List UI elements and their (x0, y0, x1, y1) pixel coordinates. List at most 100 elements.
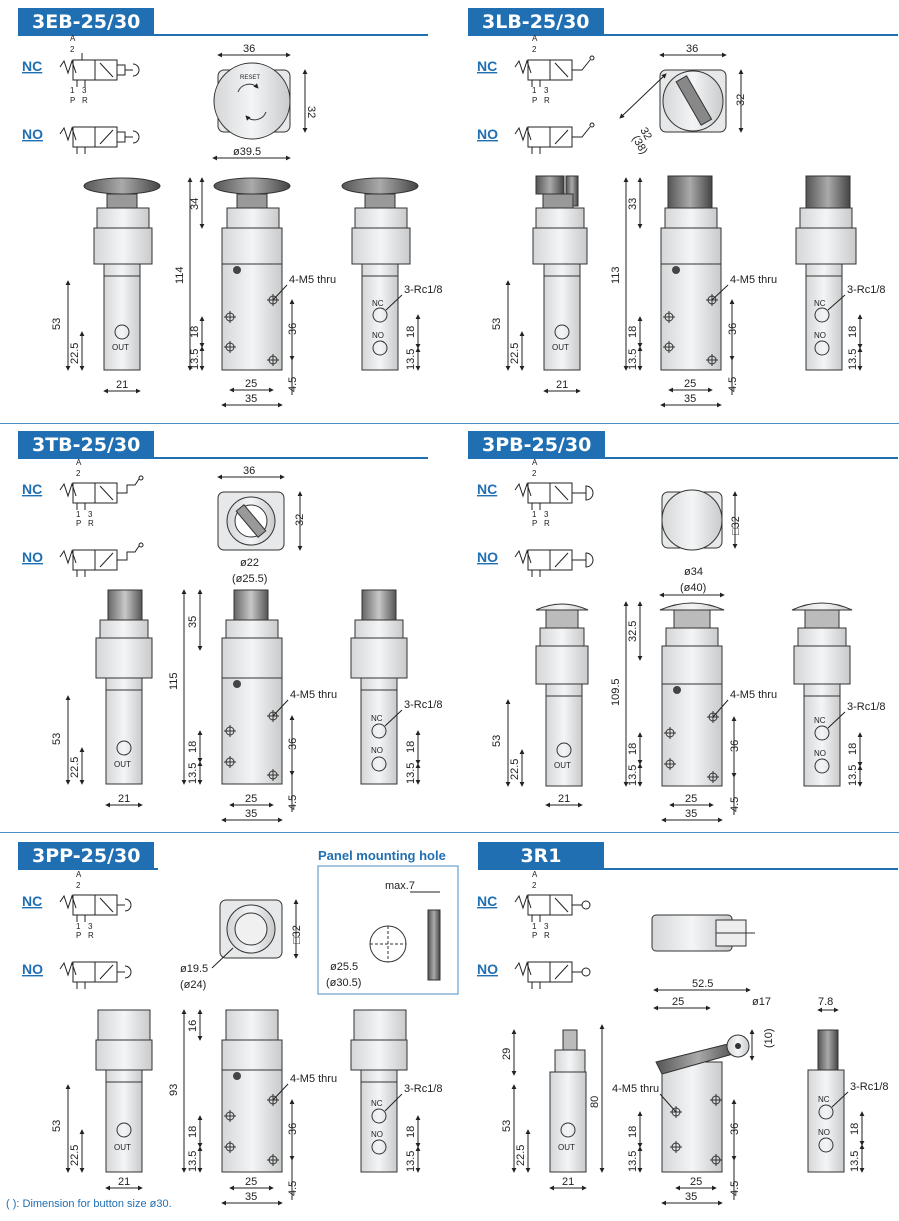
no-label: NO (22, 961, 43, 977)
no-symbol (59, 961, 132, 989)
3pp-section: NC NO A 2 1 3 P R □32 ø19.5 (ø24) (22, 870, 443, 1206)
out-label: OUT (114, 760, 131, 769)
port-2: 2 (532, 45, 537, 54)
dim-35: 35 (685, 808, 697, 820)
dim-18b: 18 (849, 1123, 861, 1135)
m5-label: 4-M5 thru (612, 1083, 659, 1095)
nc-label: NC (22, 58, 42, 74)
dim-21: 21 (118, 793, 130, 805)
reset-button-top (213, 62, 291, 140)
dim-21: 21 (118, 1176, 130, 1188)
dim-80: 80 (589, 1096, 601, 1108)
rc-label: 3-Rc1/8 (404, 1083, 443, 1095)
dim-53: 53 (501, 1120, 513, 1132)
dim-13-5b: 13.5 (847, 349, 859, 370)
out-label: OUT (558, 1143, 575, 1152)
m5-label: 4-M5 thru (290, 1073, 337, 1085)
no-port-label: NO (818, 1128, 830, 1137)
dim-29: 29 (501, 1048, 513, 1060)
port-2: 2 (76, 881, 81, 890)
section-title-3eb: 3EB-25/30 (18, 8, 155, 36)
dim-115: 115 (168, 672, 180, 690)
dim-18: 18 (627, 326, 639, 338)
dim-32: 32 (735, 94, 747, 106)
dim-35t: 35 (187, 616, 199, 628)
port-a: A (532, 870, 538, 879)
no-port-label: NO (372, 331, 384, 340)
nc-port-label: NC (372, 299, 384, 308)
port-r: R (544, 96, 550, 105)
no-label: NO (22, 549, 43, 565)
dim-25: 25 (690, 1176, 702, 1188)
no-symbol (514, 122, 595, 154)
dim-13-5: 13.5 (627, 1151, 639, 1172)
dim-22-5: 22.5 (509, 343, 521, 364)
reset-text: RESET (240, 75, 260, 81)
dim-4-5: 4.5 (729, 797, 741, 812)
dim-17: ø17 (752, 996, 771, 1008)
dim-35: 35 (685, 1191, 697, 1203)
3r1-section: NC NO A 2 1 3 P R OUT 2 (477, 870, 889, 1206)
dim-22-5: 22.5 (69, 343, 81, 364)
rc-label: 3-Rc1/8 (404, 699, 443, 711)
hole-30-5: (ø30.5) (326, 977, 361, 989)
dim-18: 18 (187, 1126, 199, 1138)
dim-21: 21 (562, 1176, 574, 1188)
no-port-label: NO (371, 1130, 383, 1139)
no-port-label: NO (814, 749, 826, 758)
port-1: 1 (76, 510, 81, 519)
no-label: NO (22, 126, 43, 142)
m5-label: 4-M5 thru (730, 689, 777, 701)
port-r: R (544, 519, 550, 528)
dim-40: (ø40) (680, 582, 706, 594)
dim-22-5: 22.5 (509, 759, 521, 780)
dim-25: 25 (685, 793, 697, 805)
rc-label: 3-Rc1/8 (850, 1081, 889, 1093)
dim-53: 53 (51, 318, 63, 330)
port-p: P (76, 931, 81, 940)
dim-sq32: □32 (730, 516, 742, 535)
m5-label: 4-M5 thru (730, 274, 777, 286)
out-label: OUT (114, 1143, 131, 1152)
dim-sq32: □32 (291, 925, 303, 944)
section-title-3tb: 3TB-25/30 (18, 431, 155, 459)
dim-36: 36 (243, 43, 255, 55)
port-r: R (88, 931, 94, 940)
dim-25: 25 (245, 378, 257, 390)
section-divider (0, 423, 899, 424)
nc-label: NC (22, 893, 42, 909)
dim-13-5b: 13.5 (405, 1151, 417, 1172)
no-port-label: NO (371, 746, 383, 755)
no-symbol (59, 542, 144, 577)
dim-22-5: 22.5 (69, 757, 81, 778)
no-symbol (514, 549, 594, 577)
port-1: 1 (76, 922, 81, 931)
dim-32: 32 (305, 106, 317, 118)
dim-36b: 36 (287, 738, 299, 750)
port-a: A (70, 34, 76, 43)
dim-113: 113 (610, 266, 622, 284)
dim-7-8: 7.8 (818, 996, 833, 1008)
section-title-3pb: 3PB-25/30 (468, 431, 606, 459)
dim-25: 25 (245, 1176, 257, 1188)
port-a: A (76, 870, 82, 879)
dim-22: ø22 (240, 557, 259, 569)
nc-symbol (514, 894, 591, 922)
no-label: NO (477, 549, 498, 565)
dim-33: 33 (627, 198, 639, 210)
dim-52-5: 52.5 (692, 978, 713, 990)
port-2: 2 (532, 881, 537, 890)
title-rule (18, 34, 428, 36)
dim-4-5: 4.5 (729, 1181, 741, 1196)
dim-18: 18 (627, 1126, 639, 1138)
nc-label: NC (477, 893, 497, 909)
dim-34: 34 (189, 198, 201, 210)
dim-13-5: 13.5 (187, 1151, 199, 1172)
dim-53: 53 (51, 733, 63, 745)
dim-24: (ø24) (180, 979, 206, 991)
no-symbol (59, 126, 140, 154)
nc-symbol (514, 482, 594, 510)
dim-22-5: 22.5 (515, 1145, 527, 1166)
dim-21: 21 (558, 793, 570, 805)
port-a: A (76, 458, 82, 467)
